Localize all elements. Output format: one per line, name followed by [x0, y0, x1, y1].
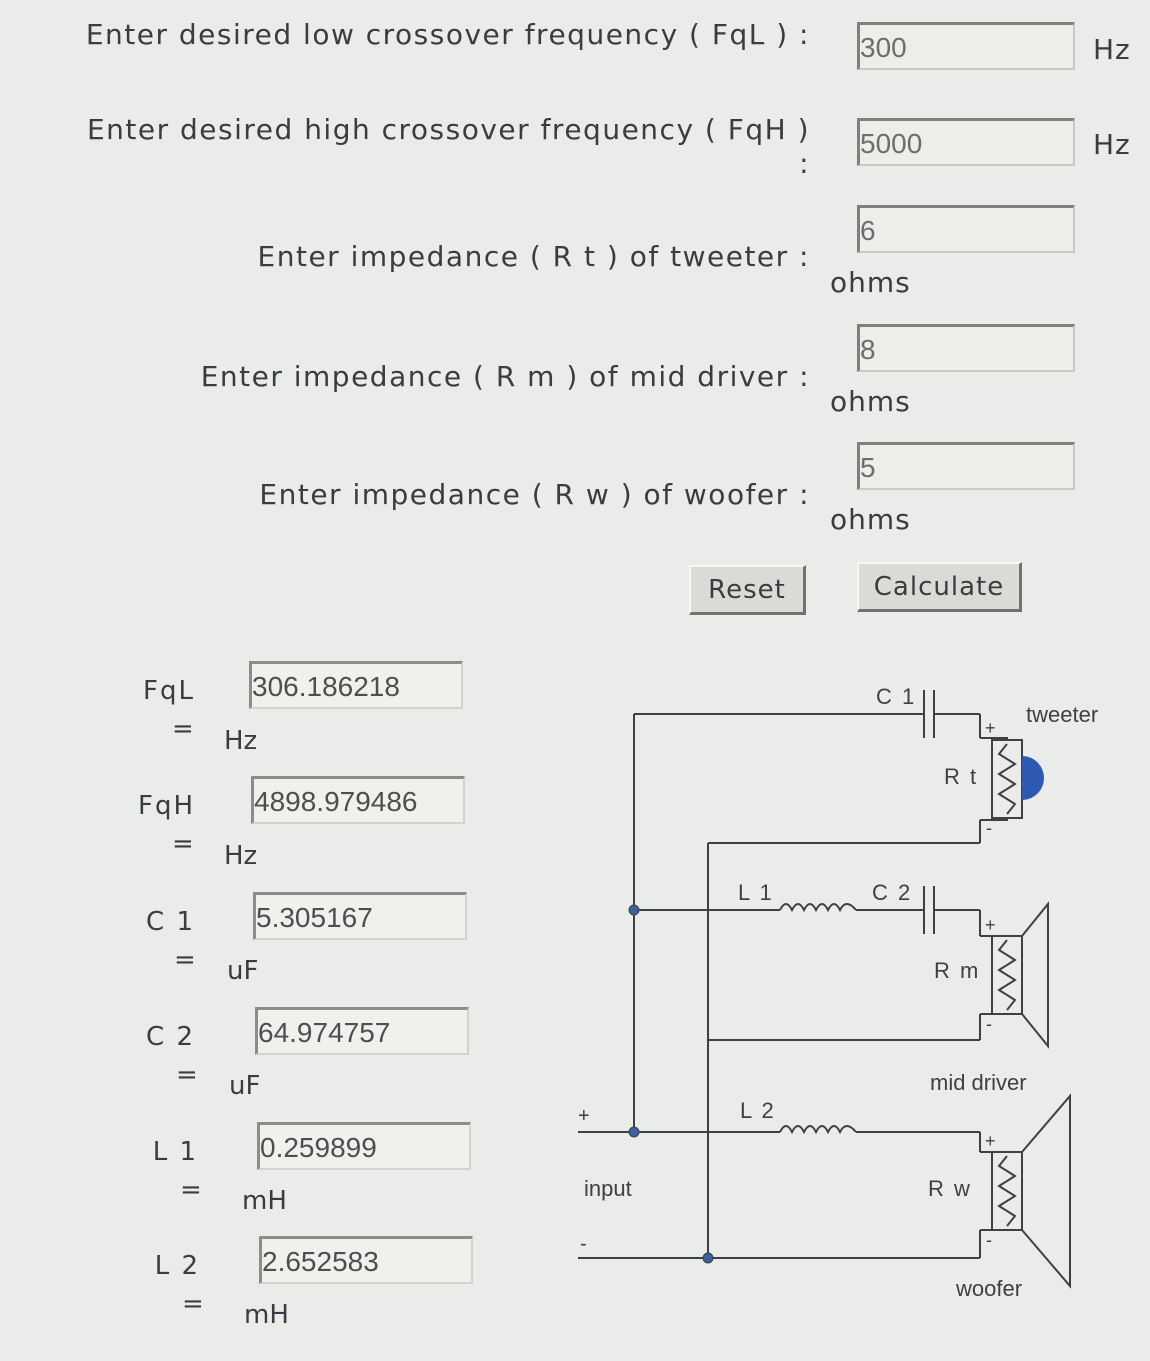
result-label: FqH: [137, 791, 195, 821]
rw-input[interactable]: [857, 442, 1075, 490]
label-rw: Enter impedance ( R w ) of woofer :: [259, 478, 810, 511]
result-label: FqL: [143, 676, 195, 706]
c2-result-field[interactable]: [255, 1007, 469, 1055]
mid-plus-label: +: [985, 915, 996, 935]
result-equals: =: [172, 829, 194, 859]
rm-input[interactable]: [857, 324, 1075, 372]
fql-unit: Hz: [1093, 33, 1131, 66]
inductor-l1-symbol: [779, 903, 857, 913]
rt-label: R t: [944, 764, 978, 789]
mid-resistor-symbol: [991, 935, 1023, 1015]
fql-result-field[interactable]: [249, 661, 463, 709]
result-equals: =: [174, 945, 196, 975]
woofer-label: woofer: [955, 1276, 1022, 1301]
label-fql: Enter desired low crossover frequency ( …: [85, 18, 810, 51]
l1-result-field[interactable]: [257, 1122, 471, 1170]
l1-label: L 1: [738, 880, 774, 905]
junction-dots: [628, 904, 714, 1264]
woofer-minus-label: -: [986, 1230, 992, 1250]
rw-label: R w: [928, 1176, 972, 1201]
l2-label: L 2: [740, 1098, 776, 1123]
input-minus-label: -: [580, 1233, 587, 1255]
tweeter-speaker-icon: [1022, 756, 1044, 800]
inductor-l2-symbol: [779, 1125, 857, 1135]
reset-button[interactable]: Reset: [689, 565, 806, 615]
result-equals: =: [180, 1175, 202, 1205]
mid-driver-label: mid driver: [930, 1070, 1027, 1095]
result-label: C 2: [146, 1022, 195, 1052]
result-label: C 1: [146, 907, 195, 937]
rm-label: R m: [934, 958, 980, 983]
fqh-input[interactable]: [857, 118, 1075, 166]
calculate-button[interactable]: Calculate: [857, 562, 1022, 612]
c1-result-field[interactable]: [253, 892, 467, 940]
result-unit: Hz: [224, 841, 258, 871]
capacitor-c2-symbol: [923, 886, 935, 934]
tweeter-plus-label: +: [985, 718, 996, 738]
result-label: L 1: [152, 1137, 198, 1167]
rt-input[interactable]: [857, 205, 1075, 253]
mid-minus-label: -: [986, 1014, 992, 1034]
result-label: L 2: [154, 1251, 200, 1281]
mid-speaker-icon: [1021, 901, 1049, 1049]
input-label: input: [584, 1176, 632, 1201]
l2-result-field[interactable]: [259, 1236, 473, 1284]
woofer-speaker-icon: [1021, 1093, 1071, 1289]
tweeter-label: tweeter: [1026, 702, 1098, 727]
result-equals: =: [182, 1289, 204, 1319]
input-plus-label: +: [578, 1105, 590, 1127]
label-rt: Enter impedance ( R t ) of tweeter :: [257, 240, 810, 273]
c1-label: C 1: [876, 684, 916, 709]
result-unit: Hz: [224, 726, 258, 756]
result-equals: =: [176, 1060, 198, 1090]
rm-unit: ohms: [830, 385, 911, 418]
rw-unit: ohms: [830, 503, 911, 536]
tweeter-resistor-symbol: [991, 739, 1023, 819]
fql-input[interactable]: [857, 22, 1075, 70]
tweeter-minus-label: -: [986, 818, 992, 838]
rt-unit: ohms: [830, 266, 911, 299]
c2-label: C 2: [872, 880, 912, 905]
result-unit: mH: [244, 1300, 289, 1330]
fqh-unit: Hz: [1093, 128, 1131, 161]
woofer-plus-label: +: [985, 1131, 996, 1151]
woofer-resistor-symbol: [991, 1151, 1023, 1231]
result-unit: mH: [242, 1186, 287, 1216]
fqh-result-field[interactable]: [251, 776, 465, 824]
result-unit: uF: [227, 956, 259, 986]
capacitor-c1-symbol: [923, 690, 935, 738]
label-rm: Enter impedance ( R m ) of mid driver :: [200, 360, 810, 393]
label-fqh: Enter desired high crossover frequency (…: [86, 113, 810, 180]
result-equals: =: [172, 714, 194, 744]
result-unit: uF: [229, 1071, 261, 1101]
